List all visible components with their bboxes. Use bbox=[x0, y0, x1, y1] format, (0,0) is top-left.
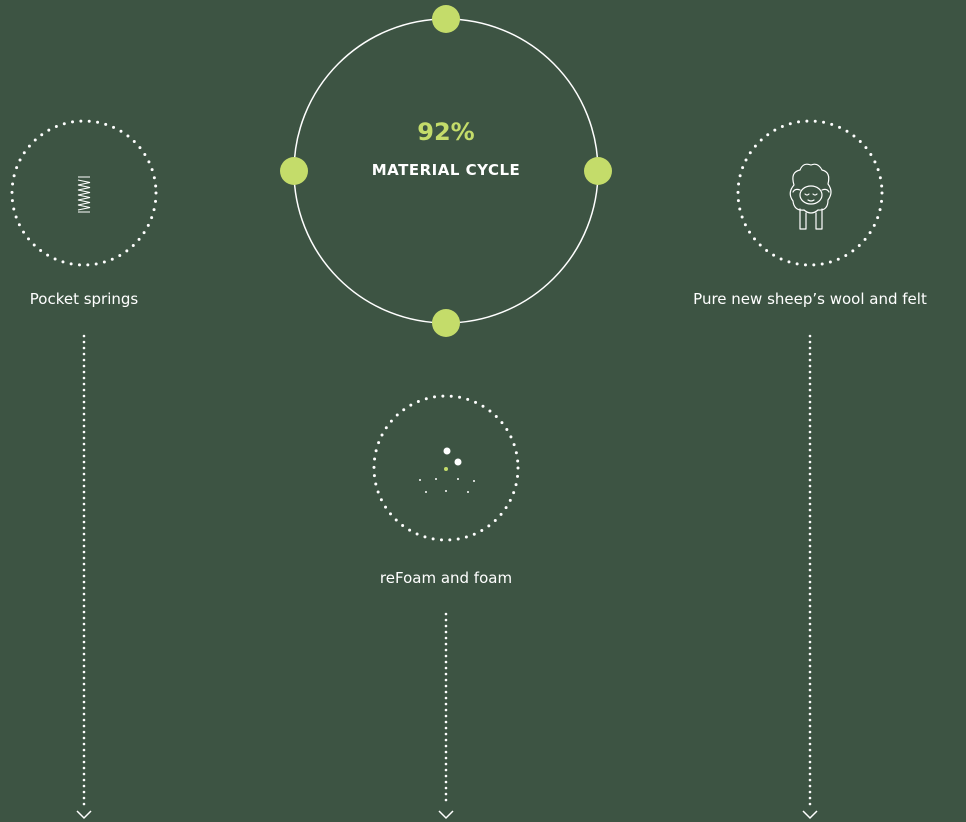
sheep-wool-label: Pure new sheep’s wool and felt bbox=[693, 290, 927, 308]
sheep-icon bbox=[789, 163, 832, 230]
pocket-springs-label: Pocket springs bbox=[29, 290, 139, 308]
cycle-node-top bbox=[432, 5, 460, 33]
spring-dotted-circle bbox=[10, 119, 158, 267]
spring-arrow-head bbox=[76, 810, 92, 820]
foam-dotted-circle bbox=[372, 394, 520, 542]
sheep-arrow-head bbox=[802, 810, 818, 820]
foam-icon bbox=[419, 447, 475, 493]
cycle-percentage: 92% bbox=[417, 118, 475, 146]
foam-arrow-head bbox=[438, 810, 454, 820]
cycle-node-bottom bbox=[432, 309, 460, 337]
refoam-label: reFoam and foam bbox=[379, 569, 513, 587]
cycle-node-right bbox=[584, 157, 612, 185]
sheep-dotted-circle bbox=[736, 119, 884, 267]
cycle-label: MATERIAL CYCLE bbox=[371, 161, 521, 179]
cycle-node-left bbox=[280, 157, 308, 185]
spring-icon bbox=[77, 176, 91, 213]
